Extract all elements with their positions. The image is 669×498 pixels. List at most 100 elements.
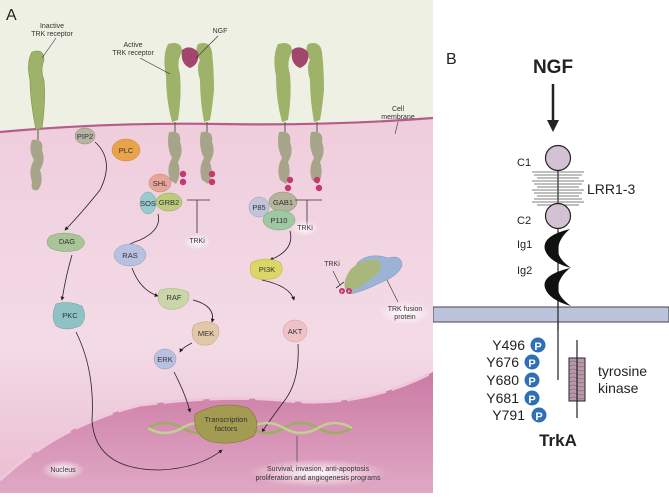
phosphosite-y680[interactable]: Y680 P [486, 372, 540, 388]
arrow-raf-mek [192, 299, 215, 323]
kinase-label-2: kinase [598, 380, 639, 396]
molecule-p85: P85 [248, 196, 270, 218]
svg-text:PI3K: PI3K [259, 265, 275, 274]
molecule-plc: PLC [111, 138, 141, 162]
trki-label-3: TRKi [324, 261, 340, 268]
svg-text:Y676: Y676 [486, 354, 519, 370]
molecule-pi3k: PI3K [249, 258, 283, 280]
lrr-domain[interactable] [532, 171, 584, 206]
inactive-receptor-pointer [41, 37, 57, 59]
svg-text:RAS: RAS [122, 251, 137, 260]
active-receptor-label-2: TRK receptor [112, 50, 154, 57]
svg-text:P: P [341, 289, 344, 294]
arrow-pkc-transcription [75, 331, 223, 471]
svg-text:Y496: Y496 [492, 337, 525, 353]
trki-label-1: TRKi [189, 238, 205, 245]
protein-name-trka: TrkA [539, 431, 577, 450]
svg-text:MEK: MEK [198, 329, 214, 338]
plasma-membrane [432, 306, 669, 323]
fusion-protein-label-1: TRK fusion [388, 306, 423, 313]
trk-fusion-protein: P P [339, 255, 403, 295]
trki-inhibitor-bar-1 [187, 199, 210, 233]
svg-text:P: P [528, 394, 535, 406]
ngf-pointer [195, 35, 219, 59]
c2-domain[interactable] [544, 202, 572, 230]
arrow-dag-pkc [60, 254, 73, 301]
arrow-pip2-dag [64, 141, 107, 231]
panel-b-svg: B NGF C1 LRR1-3 C2 Ig1 Ig2 tyrosine kina… [432, 51, 669, 450]
ig2-domain[interactable] [544, 268, 571, 306]
svg-text:P: P [528, 358, 535, 370]
phosphosite-y681[interactable]: Y681 P [486, 390, 540, 406]
cell-membrane-label-1: Cell [392, 106, 405, 113]
svg-text:AKT: AKT [288, 327, 303, 336]
svg-text:PKC: PKC [62, 311, 78, 320]
molecule-shl: SHL [148, 173, 172, 193]
arrow-mek-erk [179, 342, 193, 353]
inactive-receptor-label-1: Inactive [40, 23, 64, 30]
svg-text:ERK: ERK [157, 355, 172, 364]
cell-membrane-pointer [394, 121, 399, 135]
cell-membrane [0, 116, 434, 134]
c1-label: C1 [517, 157, 531, 169]
svg-text:PIP2: PIP2 [77, 132, 93, 141]
lrr-label: LRR1-3 [587, 181, 635, 197]
svg-text:SOS: SOS [140, 199, 156, 208]
cell-membrane-label-2: membrane [381, 114, 415, 121]
molecule-gab1: GAB1 [268, 191, 298, 213]
svg-text:DAG: DAG [59, 237, 75, 246]
svg-text:P: P [528, 376, 535, 388]
c1-domain[interactable] [544, 144, 572, 172]
molecule-mek: MEK [191, 321, 220, 346]
ig1-label: Ig1 [517, 239, 532, 251]
phosphosite-y496[interactable]: Y496 P [492, 337, 546, 353]
svg-text:Transcription: Transcription [204, 415, 247, 424]
active-receptor-pointer [139, 57, 171, 75]
ngf-ligand-label: NGF [533, 57, 573, 78]
molecule-raf: RAF [157, 288, 190, 310]
panel-a-label: A [6, 7, 17, 24]
svg-text:P: P [535, 411, 542, 423]
nucleus-label: Nucleus [50, 467, 76, 474]
ngf-ligand-2 [291, 47, 309, 68]
svg-text:P: P [534, 341, 541, 353]
nuclear-envelope [0, 370, 434, 482]
phosphosite-y676[interactable]: Y676 P [486, 354, 540, 370]
svg-text:P110: P110 [271, 216, 288, 225]
arrow-akt-transcription [261, 343, 299, 433]
cytoplasm [0, 118, 433, 493]
svg-text:P85: P85 [252, 203, 265, 212]
ngf-label: NGF [213, 28, 228, 35]
molecule-erk: ERK [153, 348, 177, 370]
arrow-p110-pi3k [269, 230, 292, 261]
transcription-factors: Transcription factors [194, 404, 258, 444]
molecule-pip2: PIP2 [74, 127, 96, 145]
inactive-receptor-label-2: TRK receptor [31, 31, 73, 38]
svg-text:Y681: Y681 [486, 390, 519, 406]
kinase-label-1: tyrosine [598, 363, 647, 379]
svg-text:PLC: PLC [119, 146, 134, 155]
fusion-protein-label-2: protein [394, 314, 416, 321]
svg-text:P: P [348, 289, 351, 294]
arrow-ras-raf [131, 267, 159, 297]
programs-label-1: Survival, invasion, anti-apoptosis [267, 466, 369, 473]
ig2-label: Ig2 [517, 265, 532, 277]
arrow-erk-transcription [173, 371, 192, 413]
svg-text:RAF: RAF [167, 293, 182, 302]
svg-text:Y680: Y680 [486, 372, 519, 388]
molecule-pkc: PKC [52, 302, 85, 330]
trki-label-2: TRKi [297, 225, 313, 232]
ngf-arrow-head [547, 120, 559, 132]
molecule-grb2: GRB2 [155, 192, 183, 212]
panel-b-trka-structure: B NGF C1 LRR1-3 C2 Ig1 Ig2 tyrosine kina… [432, 0, 669, 493]
phosphosite-y791[interactable]: Y791 P [492, 407, 547, 423]
svg-text:Y791: Y791 [492, 407, 525, 423]
arrow-pi3k-akt [261, 279, 296, 301]
svg-text:factors: factors [215, 424, 238, 433]
molecule-akt: AKT [282, 319, 308, 343]
ig1-domain[interactable] [544, 229, 571, 268]
molecule-dag: DAG [46, 232, 85, 252]
panel-a-signaling-illustration: A Inactive TRK receptor Active TRK recep… [0, 0, 434, 493]
svg-text:SHL: SHL [153, 179, 168, 188]
ngf-ligand-1 [181, 47, 199, 68]
